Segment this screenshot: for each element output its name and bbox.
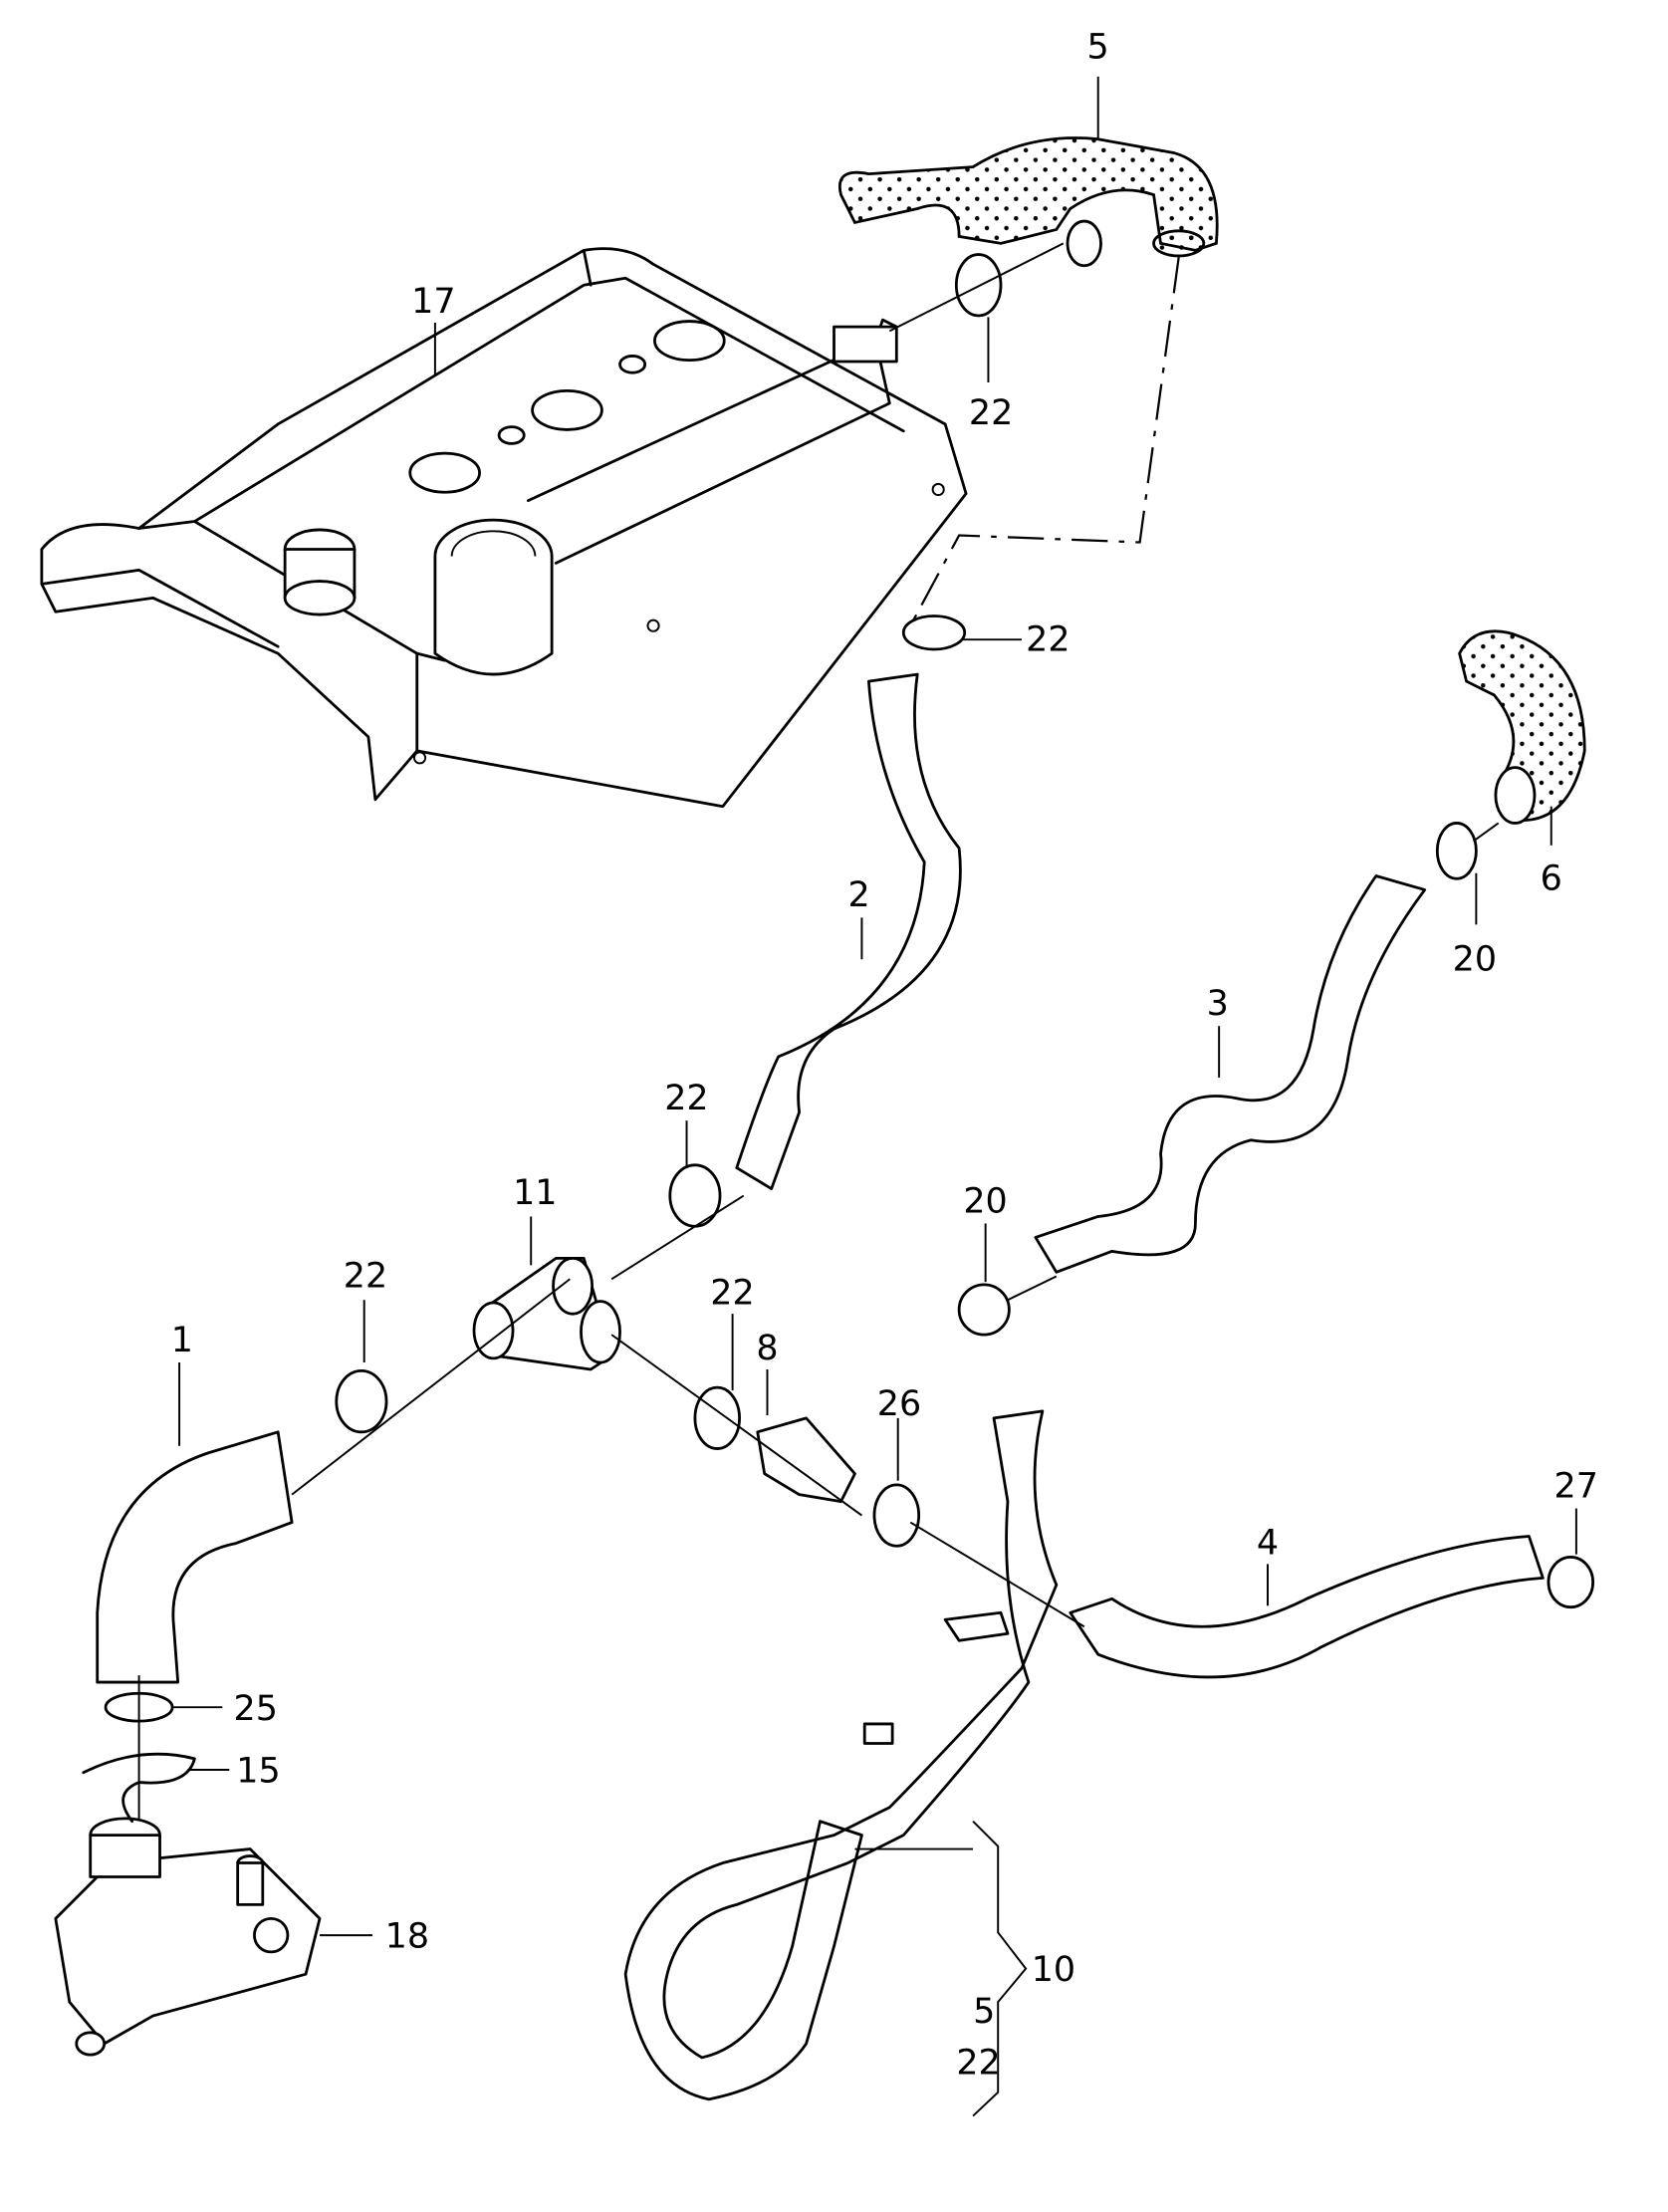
hose-clamp[interactable] xyxy=(335,1369,388,1434)
hose-clamps xyxy=(335,253,1595,1609)
callout-27[interactable]: 27 xyxy=(1554,1466,1598,1506)
callout-17[interactable]: 17 xyxy=(411,282,455,322)
callout-3[interactable]: 3 xyxy=(1207,984,1229,1024)
callout-20[interactable]: 20 xyxy=(1453,939,1497,979)
hose-clamp[interactable] xyxy=(693,1385,741,1450)
callout-10[interactable]: 10 xyxy=(1032,1950,1075,1990)
retaining-clip[interactable] xyxy=(82,1752,196,1824)
connector-pipe-8[interactable] xyxy=(756,1416,856,1504)
callout-15[interactable]: 15 xyxy=(236,1752,280,1792)
hose-clamp[interactable] xyxy=(668,1163,722,1228)
coolant-hose-2[interactable] xyxy=(735,672,962,1190)
callout-22[interactable]: 22 xyxy=(664,1079,708,1118)
callout-2[interactable]: 2 xyxy=(847,875,869,915)
callout-8[interactable]: 8 xyxy=(756,1329,778,1368)
callout-10-sub-5[interactable]: 5 xyxy=(973,1992,995,2032)
callout-26[interactable]: 26 xyxy=(877,1384,921,1424)
hose-clamp[interactable] xyxy=(1435,822,1478,880)
callout-20[interactable]: 20 xyxy=(963,1181,1007,1221)
leader-lines xyxy=(173,76,1577,2117)
cylinder-head-cover[interactable] xyxy=(40,247,968,809)
callout-18[interactable]: 18 xyxy=(385,1917,429,1957)
callout-5-top[interactable]: 5 xyxy=(1087,28,1109,68)
callout-1[interactable]: 1 xyxy=(171,1321,193,1360)
callout-22[interactable]: 22 xyxy=(1026,619,1070,659)
callout-22[interactable]: 22 xyxy=(969,393,1013,433)
callout-6[interactable]: 6 xyxy=(1541,859,1562,898)
callout-11[interactable]: 11 xyxy=(513,1173,557,1213)
upper-breather-hose[interactable] xyxy=(837,136,1219,268)
hose-clamp[interactable] xyxy=(872,1483,921,1548)
callout-labels: 5 17 22 22 6 20 2 3 22 11 20 22 22 8 1 2… xyxy=(171,28,1598,2084)
hose-clamp[interactable] xyxy=(1547,1556,1595,1609)
coolant-hose-elbow-1[interactable] xyxy=(96,1430,294,1684)
callout-22[interactable]: 22 xyxy=(344,1257,387,1297)
coolant-flange-housing[interactable] xyxy=(54,1817,322,2057)
callout-10-sub-22[interactable]: 22 xyxy=(956,2044,1000,2084)
assembly-lines xyxy=(137,242,1500,1822)
callout-25[interactable]: 25 xyxy=(234,1689,278,1729)
bracket-tab xyxy=(862,1722,894,1745)
hose-assembly-10[interactable] xyxy=(623,1409,1059,2101)
bracket-tab xyxy=(943,1610,1010,1642)
callout-4[interactable]: 4 xyxy=(1257,1524,1279,1564)
coolant-hose-3[interactable] xyxy=(1034,874,1427,1274)
elbow-hose[interactable] xyxy=(1458,629,1586,825)
hose-clamp[interactable] xyxy=(957,1283,1011,1337)
t-piece-connector[interactable] xyxy=(472,1256,621,1371)
coolant-hose-4[interactable] xyxy=(1069,1535,1545,1679)
hose-clamp[interactable] xyxy=(901,614,967,651)
callout-22[interactable]: 22 xyxy=(710,1273,754,1313)
